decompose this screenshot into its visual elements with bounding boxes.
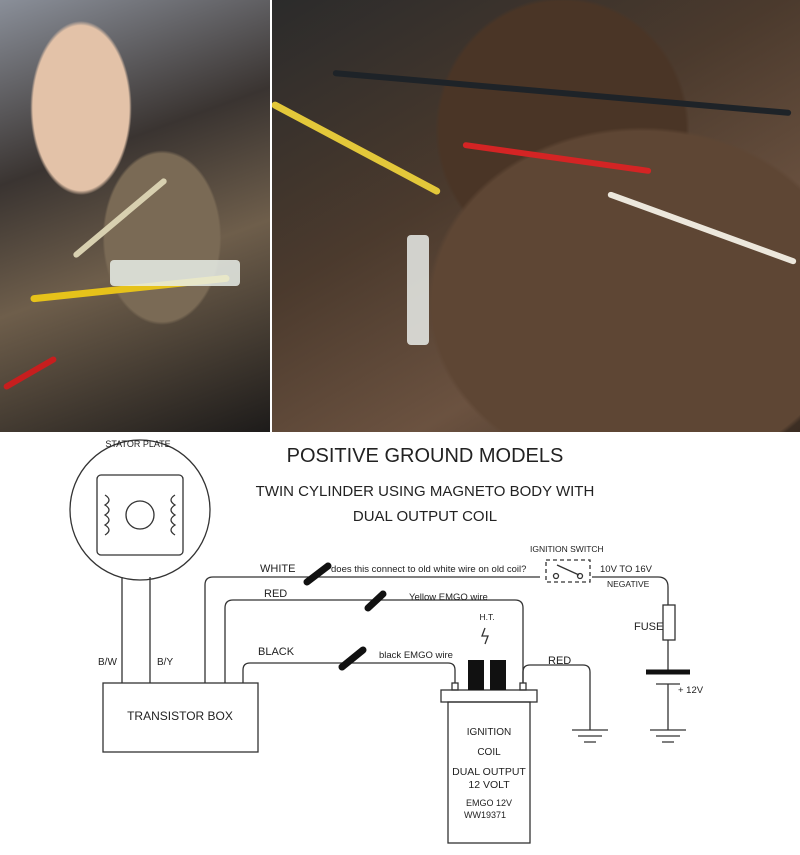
black-wire	[242, 662, 456, 683]
ground-icon	[572, 729, 608, 743]
stator-label: STATOR PLATE	[105, 439, 170, 449]
white-wire	[204, 576, 669, 683]
red-label: RED	[264, 588, 287, 600]
coil-label: IGNITION	[467, 727, 511, 738]
black-label: BLACK	[258, 646, 295, 658]
bw-label: B/W	[98, 657, 117, 668]
white-label: WHITE	[260, 563, 295, 575]
wire-cut-marks	[303, 562, 387, 671]
lightning-icon	[481, 627, 489, 645]
coil-red-wire	[522, 664, 591, 730]
ht-label: H.T.	[479, 612, 494, 622]
by-label: B/Y	[157, 657, 173, 668]
negative-label: NEGATIVE	[607, 579, 650, 589]
coil-label: DUAL OUTPUT	[452, 766, 526, 778]
question-note: does this connect to old white wire on o…	[331, 564, 526, 575]
fuse	[662, 604, 676, 641]
ignition-switch-label: IGNITION SWITCH	[530, 544, 604, 554]
diagram-subtitle: TWIN CYLINDER USING MAGNETO BODY WITH	[256, 483, 595, 500]
coil-label: WW19371	[464, 810, 506, 820]
ignition-coil-cap	[440, 689, 538, 703]
coil-label: EMGO 12V	[466, 798, 512, 808]
fuse-label: FUSE	[634, 621, 663, 633]
battery-label: + 12V	[678, 685, 704, 696]
diagram-title: POSITIVE GROUND MODELS	[287, 445, 564, 467]
ground-icon	[650, 729, 686, 743]
diagram-subtitle: DUAL OUTPUT COIL	[353, 508, 497, 525]
ht-terminal	[490, 660, 506, 690]
transistor-box-label: TRANSISTOR BOX	[127, 709, 233, 723]
ignition-switch	[545, 559, 591, 583]
ignition-coil	[447, 701, 531, 844]
voltage-label: 10V TO 16V	[600, 564, 653, 575]
black-note: black EMGO wire	[379, 650, 453, 661]
ht-terminal	[468, 660, 484, 690]
wiring-diagram: POSITIVE GROUND MODELS TWIN CYLINDER USI…	[69, 439, 704, 844]
stator-plate	[69, 439, 211, 581]
coil-label: COIL	[477, 747, 501, 758]
coil-red-label: RED	[548, 655, 571, 667]
stator-wiring-photo	[0, 0, 270, 432]
yellow-note: Yellow EMGO wire	[409, 592, 488, 603]
transistor-box	[102, 682, 259, 753]
connector-wires-photo	[272, 0, 800, 432]
coil-label: 12 VOLT	[468, 779, 510, 791]
